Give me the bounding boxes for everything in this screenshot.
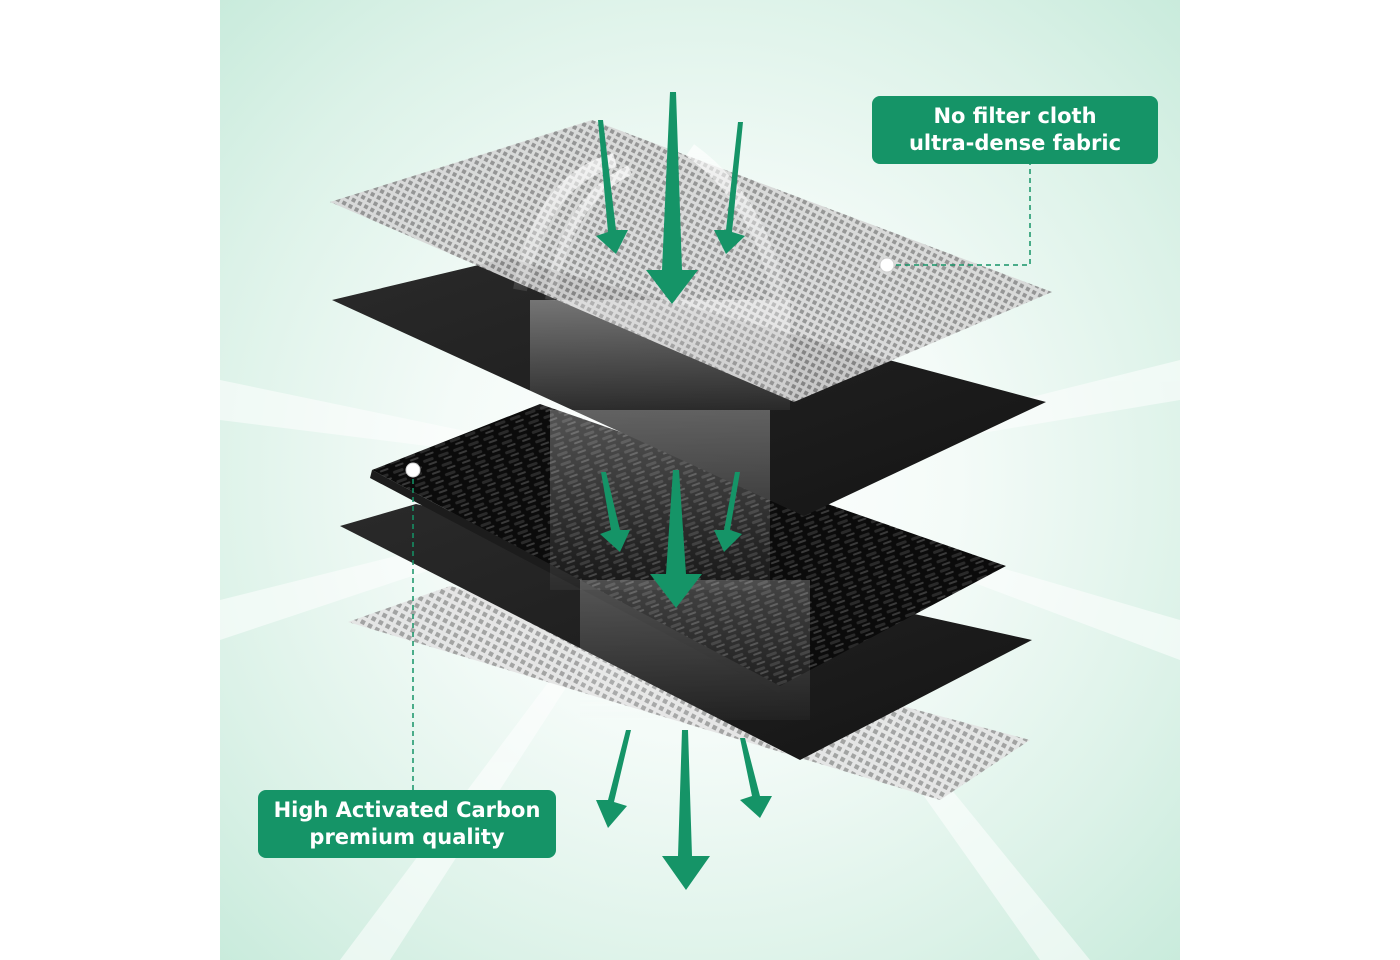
- callout-top-line1: No filter cloth: [933, 104, 1097, 128]
- airflow-streaks: [513, 144, 810, 720]
- filter-layers-diagram: [220, 92, 1180, 960]
- down-arrow-icon: [646, 92, 698, 304]
- top-mesh-layer: [330, 120, 1052, 402]
- leader-dot-icon: [405, 462, 421, 478]
- callout-top-line2: ultra-dense fabric: [908, 131, 1122, 155]
- callout-bottom-line1: High Activated Carbon: [273, 798, 541, 822]
- callout-bottom-line2: premium quality: [309, 825, 505, 849]
- down-arrow-icon: [714, 472, 742, 552]
- down-arrow-icon: [740, 738, 772, 818]
- top-leader-line: [887, 164, 1031, 266]
- illustration-panel: No filter cloth ultra-dense fabric High …: [220, 0, 1180, 960]
- down-arrow-icon: [600, 472, 630, 552]
- down-arrow-icon: [596, 120, 628, 254]
- callout-no-filter-cloth: No filter cloth ultra-dense fabric: [872, 96, 1158, 164]
- callout-activated-carbon: High Activated Carbon premium quality: [258, 790, 556, 858]
- down-arrow-icon: [662, 730, 710, 890]
- leader-dot-icon: [879, 257, 895, 273]
- down-arrow-icon: [714, 122, 745, 254]
- down-arrow-icon: [596, 730, 631, 828]
- down-arrow-icon: [650, 470, 702, 608]
